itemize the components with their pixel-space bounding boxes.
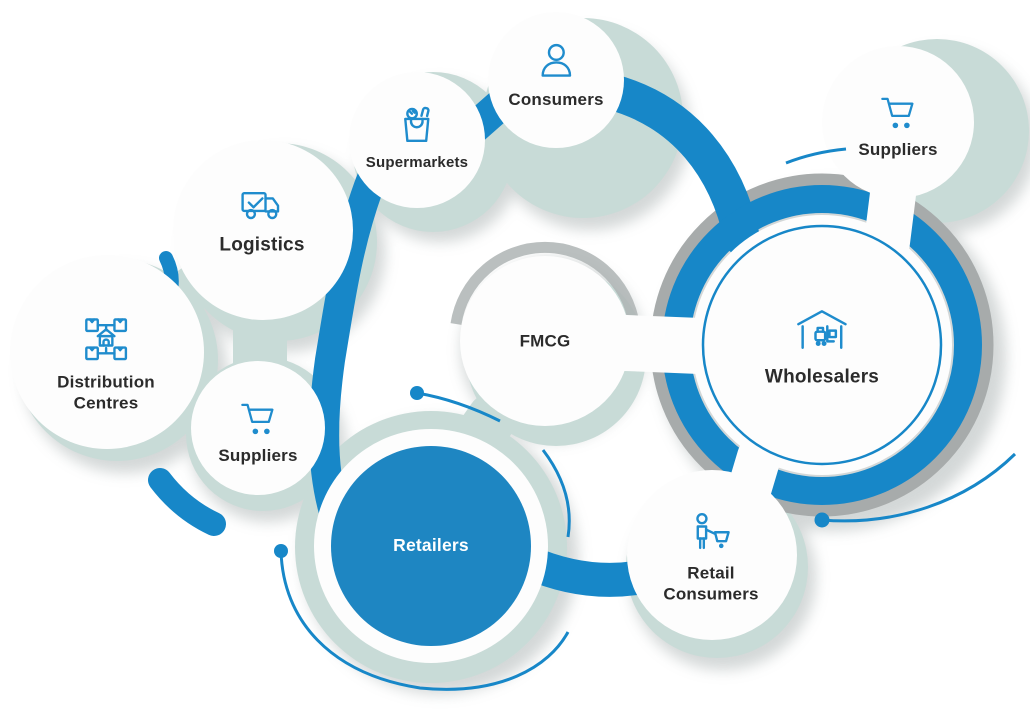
- person-cart-icon: [687, 509, 735, 555]
- node-label: Suppliers: [858, 139, 938, 159]
- node-label: Retail Consumers: [663, 563, 759, 604]
- fmcg-gray-ring: [450, 241, 640, 325]
- shopping-bag-icon: [394, 101, 440, 147]
- distribution-network-icon: [81, 314, 131, 364]
- delivery-truck-icon: [237, 181, 287, 227]
- user-icon: [535, 40, 577, 82]
- circle-retailers[interactable]: [331, 446, 531, 646]
- band-distribution-suppliers: [148, 468, 226, 536]
- node-label: Suppliers: [218, 445, 298, 465]
- node-label: Logistics: [219, 234, 305, 256]
- node-wholesalers[interactable]: Wholesalers: [765, 303, 879, 390]
- node-label: FMCG: [519, 331, 571, 351]
- circle-suppliers-left[interactable]: [191, 361, 325, 495]
- circle-retail-consumers[interactable]: [627, 470, 797, 640]
- node-retailers[interactable]: Retailers: [393, 535, 469, 557]
- circle-wholesalers[interactable]: [692, 215, 952, 475]
- shopping-cart-icon: [875, 92, 921, 132]
- node-suppliers-right[interactable]: Suppliers: [858, 92, 937, 160]
- node-suppliers-left[interactable]: Suppliers: [218, 398, 297, 466]
- node-fmcg[interactable]: FMCG: [520, 330, 571, 351]
- warehouse-forklift-icon: [792, 303, 852, 359]
- node-consumers[interactable]: Consumers: [508, 40, 603, 110]
- circle-logistics[interactable]: [173, 140, 353, 320]
- wholesalers-inset-ring: [701, 224, 943, 466]
- node-label: Supermarkets: [365, 154, 469, 172]
- circle-fmcg[interactable]: [460, 256, 630, 426]
- node-retail-consumers[interactable]: Retail Consumers: [663, 509, 758, 605]
- shopping-cart-icon: [235, 398, 281, 438]
- node-logistics[interactable]: Logistics: [219, 181, 304, 258]
- decorations: [274, 147, 1017, 691]
- node-label: Consumers: [508, 89, 604, 109]
- node-supermarkets[interactable]: Supermarkets: [366, 101, 468, 173]
- circle-consumers[interactable]: [488, 12, 624, 148]
- node-distribution-centres[interactable]: Distribution Centres: [57, 314, 155, 414]
- node-label: Distribution Centres: [57, 372, 155, 413]
- band-supermarkets-retailers: [309, 163, 387, 527]
- circle-suppliers-right[interactable]: [822, 46, 974, 198]
- node-label: Wholesalers: [764, 366, 880, 388]
- node-label: Retailers: [393, 535, 469, 556]
